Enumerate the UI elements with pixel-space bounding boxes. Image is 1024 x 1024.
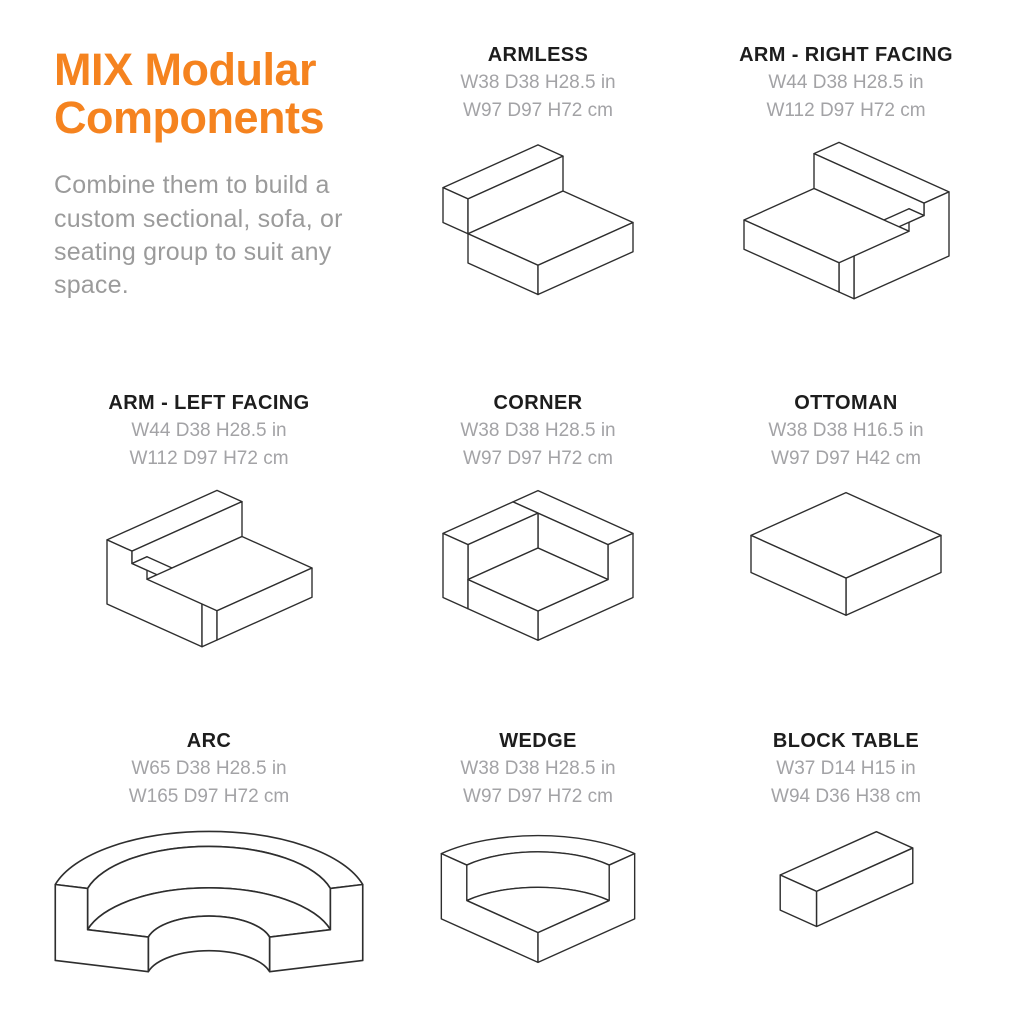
component-name: CORNER [493, 392, 583, 414]
component-name: ARM - RIGHT FACING [739, 44, 953, 66]
component-dims-cm: W97 D97 H72 cm [463, 99, 613, 121]
component-armless: ARMLESS W38 D38 H28.5 in W97 D97 H72 cm [384, 38, 692, 386]
component-dims-cm: W97 D97 H72 cm [463, 785, 613, 807]
arm-right-facing-isometric-drawing [692, 139, 1000, 304]
component-arm-left-facing: ARM - LEFT FACING W44 D38 H28.5 in W112 … [34, 386, 384, 724]
component-arc: ARC W65 D38 H28.5 in W165 D97 H72 cm [34, 724, 384, 1024]
component-name: WEDGE [499, 730, 577, 752]
component-dims-cm: W112 D97 H72 cm [766, 99, 926, 121]
component-corner: CORNER W38 D38 H28.5 in W97 D97 H72 cm [384, 386, 692, 724]
ottoman-isometric-drawing [692, 487, 1000, 620]
component-dims-cm: W112 D97 H72 cm [129, 447, 289, 469]
component-dims-cm: W97 D97 H72 cm [463, 447, 613, 469]
component-name: OTTOMAN [794, 392, 898, 414]
component-dims-in: W38 D38 H28.5 in [460, 72, 616, 93]
component-ottoman: OTTOMAN W38 D38 H16.5 in W97 D97 H42 cm [692, 386, 1000, 724]
block-table-isometric-drawing [692, 825, 1000, 932]
arc-isometric-drawing [34, 825, 384, 979]
component-dims-cm: W97 D97 H42 cm [771, 447, 921, 469]
component-dims-in: W38 D38 H28.5 in [460, 758, 616, 779]
corner-isometric-drawing [384, 487, 692, 645]
component-dims-cm: W94 D36 H38 cm [771, 785, 921, 807]
component-dims-in: W38 D38 H28.5 in [460, 420, 616, 441]
page-subtitle: Combine them to build a custom sectional… [54, 171, 343, 300]
component-block-table: BLOCK TABLE W37 D14 H15 in W94 D36 H38 c… [692, 724, 1000, 1024]
component-name: ARM - LEFT FACING [108, 392, 310, 414]
component-name: ARC [186, 730, 232, 752]
component-dims-in: W37 D14 H15 in [776, 758, 916, 779]
component-dims-in: W44 D38 H28.5 in [131, 420, 287, 441]
wedge-isometric-drawing [384, 825, 692, 970]
component-name: ARMLESS [487, 44, 589, 66]
title-block: MIX Modular Components Combine them to b… [34, 38, 384, 386]
page-title: MIX Modular Components [54, 44, 325, 144]
component-dims-in: W38 D38 H16.5 in [768, 420, 924, 441]
component-dims-in: W65 D38 H28.5 in [131, 758, 287, 779]
component-arm-right-facing: ARM - RIGHT FACING W44 D38 H28.5 in W112… [692, 38, 1000, 386]
component-dims-cm: W165 D97 H72 cm [128, 785, 290, 807]
component-wedge: WEDGE W38 D38 H28.5 in W97 D97 H72 cm [384, 724, 692, 1024]
component-dims-in: W44 D38 H28.5 in [768, 72, 924, 93]
component-name: BLOCK TABLE [772, 730, 920, 752]
arm-left-facing-isometric-drawing [34, 487, 384, 652]
armless-isometric-drawing [384, 139, 692, 299]
